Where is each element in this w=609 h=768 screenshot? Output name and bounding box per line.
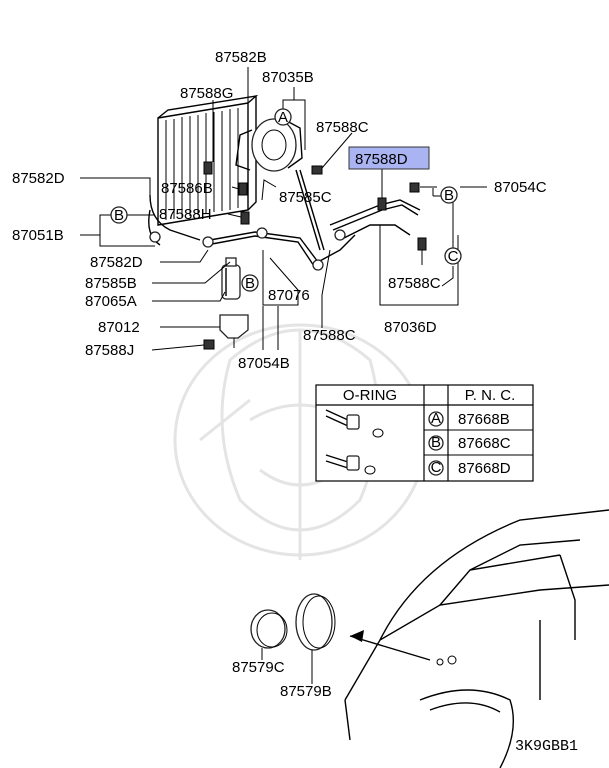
label-87588J: 87588J (85, 342, 134, 359)
label-87582D-top: 87582D (12, 170, 65, 187)
oring-row-pnc-B: 87668C (458, 435, 511, 452)
callout-B-mid: B (241, 274, 259, 292)
callout-B-left: B (110, 206, 128, 224)
label-87054B: 87054B (238, 355, 290, 372)
leader-lines (80, 67, 487, 351)
hoses (148, 169, 421, 267)
callout-A-text: A (278, 109, 288, 126)
callout-B-mid-text: B (245, 275, 255, 292)
oring-row-pnc-A: 87668B (458, 411, 510, 428)
callout-A-top: A (274, 108, 292, 126)
oring-illustration (325, 409, 384, 475)
label-87065A: 87065A (85, 293, 137, 310)
label-87586B: 87586B (161, 180, 213, 197)
label-87585B: 87585B (85, 275, 137, 292)
callout-B-right: B (440, 186, 458, 204)
callout-B-right-text: B (444, 187, 454, 204)
label-87588C-top: 87588C (316, 119, 369, 136)
oring-table: O-RING P. N. C. A 87668B B 87668C C 8766… (315, 384, 534, 482)
label-87588C-right: 87588C (388, 275, 441, 292)
label-87076: 87076 (268, 287, 310, 304)
label-87051B: 87051B (12, 227, 64, 244)
label-87054C: 87054C (494, 179, 547, 196)
label-87588C-bottom: 87588C (303, 327, 356, 344)
oring-row-pnc-C: 87668D (458, 460, 511, 477)
label-87588G: 87588G (180, 85, 233, 102)
label-87036D: 87036D (384, 319, 437, 336)
label-87012: 87012 (98, 319, 140, 336)
oring-row-key-A: A (431, 410, 441, 427)
receiver-drier (221, 257, 241, 300)
fittings (149, 161, 427, 350)
diagram-code: 3K9GBB1 (515, 738, 578, 755)
oring-row-key-B: B (431, 434, 441, 451)
cover-87579C (250, 609, 288, 649)
label-87582B: 87582B (215, 49, 267, 66)
label-87579C: 87579C (232, 659, 285, 676)
highlight-box (348, 146, 430, 170)
cover-87579B (295, 593, 336, 651)
oring-header: O-RING (343, 387, 397, 404)
callout-C-right: C (444, 247, 462, 265)
label-87582D-mid: 87582D (90, 254, 143, 271)
label-87588H: 87588H (159, 206, 212, 223)
label-87588D[interactable]: 87588D (355, 151, 408, 168)
bracket (219, 314, 249, 348)
compressor (235, 118, 303, 172)
callout-B-left-text: B (114, 207, 124, 224)
label-87035B: 87035B (262, 69, 314, 86)
vehicle-outline (344, 509, 609, 768)
oring-row-key-C: C (431, 459, 442, 476)
callout-C-right-text: C (448, 248, 459, 265)
label-87585C: 87585C (279, 189, 332, 206)
pnc-header: P. N. C. (465, 387, 516, 404)
label-87579B: 87579B (280, 683, 332, 700)
